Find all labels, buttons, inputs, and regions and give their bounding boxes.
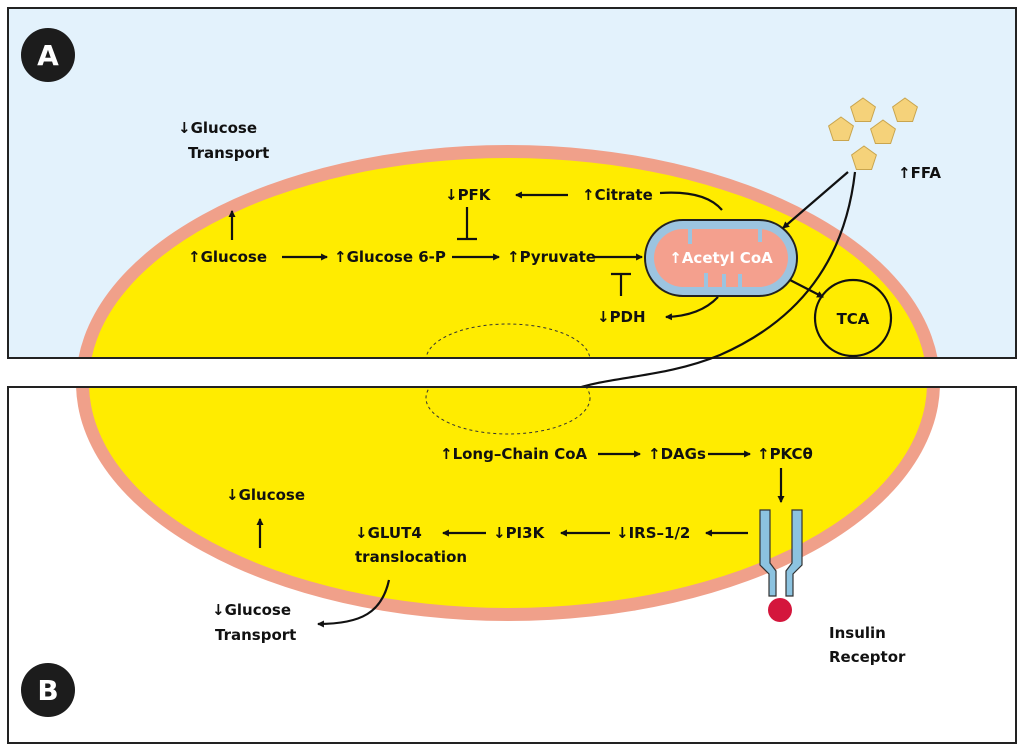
label-glut4: ↓GLUT4	[355, 524, 422, 542]
label-glucose-transport-b: ↓Glucose	[212, 601, 291, 619]
ffa-pentagon	[828, 116, 854, 141]
ffa-pentagon	[870, 119, 896, 144]
badge-b: B	[21, 663, 75, 717]
label-glucose-6p: ↑Glucose 6-P	[334, 248, 446, 266]
badge-a-label: A	[37, 39, 59, 72]
ffa-molecules	[828, 97, 918, 170]
label-pyruvate: ↑Pyruvate	[507, 248, 596, 266]
insulin-molecule	[768, 598, 792, 622]
cytoplasm-a	[91, 158, 925, 358]
badge-a: A	[21, 28, 75, 82]
panel-b: B ↑Long–Chain CoA ↑DAGs ↑PKCθ ↓IRS–1/2 ↓…	[7, 386, 1017, 744]
ffa-pentagon	[892, 97, 918, 122]
label-irs: ↓IRS–1/2	[616, 524, 690, 542]
panel-a: A	[7, 7, 1017, 421]
label-pfk: ↓PFK	[445, 186, 492, 204]
mitochondrion-inner	[654, 229, 788, 287]
nucleus-outline-b	[425, 387, 591, 435]
label-glucose-a: ↑Glucose	[188, 248, 267, 266]
label-ffa: ↑FFA	[898, 164, 941, 182]
label-glut4-line2: translocation	[355, 548, 467, 566]
label-tca: TCA	[837, 310, 870, 328]
label-glucose-transport-a-line2: Transport	[188, 144, 269, 162]
insulin-receptor	[759, 509, 803, 622]
label-insulin-receptor-line2: Receptor	[829, 648, 906, 666]
label-citrate: ↑Citrate	[582, 186, 653, 204]
badge-b-label: B	[37, 674, 58, 707]
label-pkc: ↑PKCθ	[757, 445, 813, 463]
nucleus-outline-a	[425, 323, 591, 358]
label-glucose-b: ↓Glucose	[226, 486, 305, 504]
label-dags: ↑DAGs	[648, 445, 706, 463]
label-long-chain-coa: ↑Long–Chain CoA	[440, 445, 588, 463]
label-glucose-transport-b-line2: Transport	[215, 626, 296, 644]
label-acetyl-coa: ↑Acetyl CoA	[669, 249, 773, 267]
ffa-pentagon	[851, 145, 877, 170]
panel-b-arrows	[256, 450, 785, 628]
cytoplasm-b	[89, 387, 927, 608]
label-insulin-receptor: Insulin	[829, 624, 886, 642]
mitochondrion	[644, 219, 798, 297]
label-pdh: ↓PDH	[597, 308, 646, 326]
ffa-pentagon	[850, 97, 876, 122]
tca-circle	[813, 278, 893, 358]
label-pi3k: ↓PI3K	[493, 524, 546, 542]
label-glucose-transport-a: ↓Glucose	[178, 119, 257, 137]
